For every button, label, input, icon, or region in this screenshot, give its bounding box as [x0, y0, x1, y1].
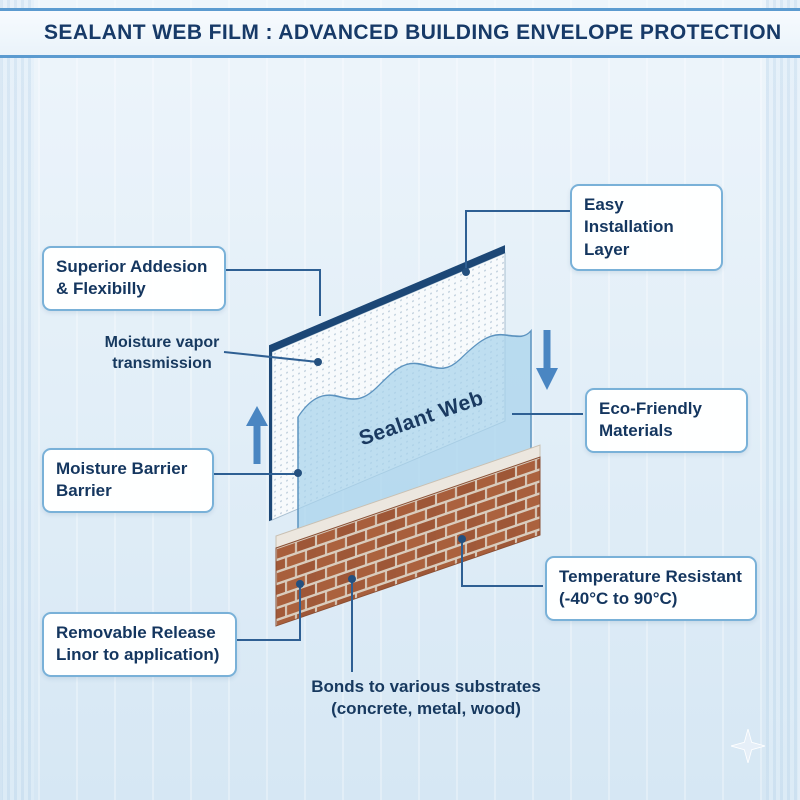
callout-superior-adhesion: Superior Addesion & Flexibilly	[42, 246, 226, 311]
sealant-web-label: Sealant Web	[356, 386, 487, 451]
callout-removable-release-liner: Removable Release Linor to application)	[42, 612, 237, 677]
up-arrow-icon	[246, 406, 268, 464]
header-banner: SEALANT WEB FILM : ADVANCED BUILDING ENV…	[0, 8, 800, 58]
callout-moisture-barrier: Moisture Barrier Barrier	[42, 448, 214, 513]
label-moisture-vapor-transmission: Moisture vapor transmission	[104, 334, 220, 372]
down-arrow-icon	[536, 330, 558, 390]
brick-wall	[275, 444, 541, 627]
label-bonds-substrates: Bonds to various substrates (concrete, m…	[311, 677, 541, 719]
right-border-stripe	[766, 0, 800, 800]
callout-temperature-resistant: Temperature Resistant (-40°C to 90°C)	[545, 556, 757, 621]
sparkle-icon	[731, 729, 765, 763]
left-border-stripe	[0, 0, 34, 800]
callout-eco-friendly-materials: Eco-Friendly Materials	[585, 388, 748, 453]
connector-lines	[214, 210, 583, 672]
callout-easy-installation-layer: Easy Installation Layer	[570, 184, 723, 272]
mesh-layer	[269, 245, 506, 522]
page-title: SEALANT WEB FILM : ADVANCED BUILDING ENV…	[44, 21, 782, 44]
